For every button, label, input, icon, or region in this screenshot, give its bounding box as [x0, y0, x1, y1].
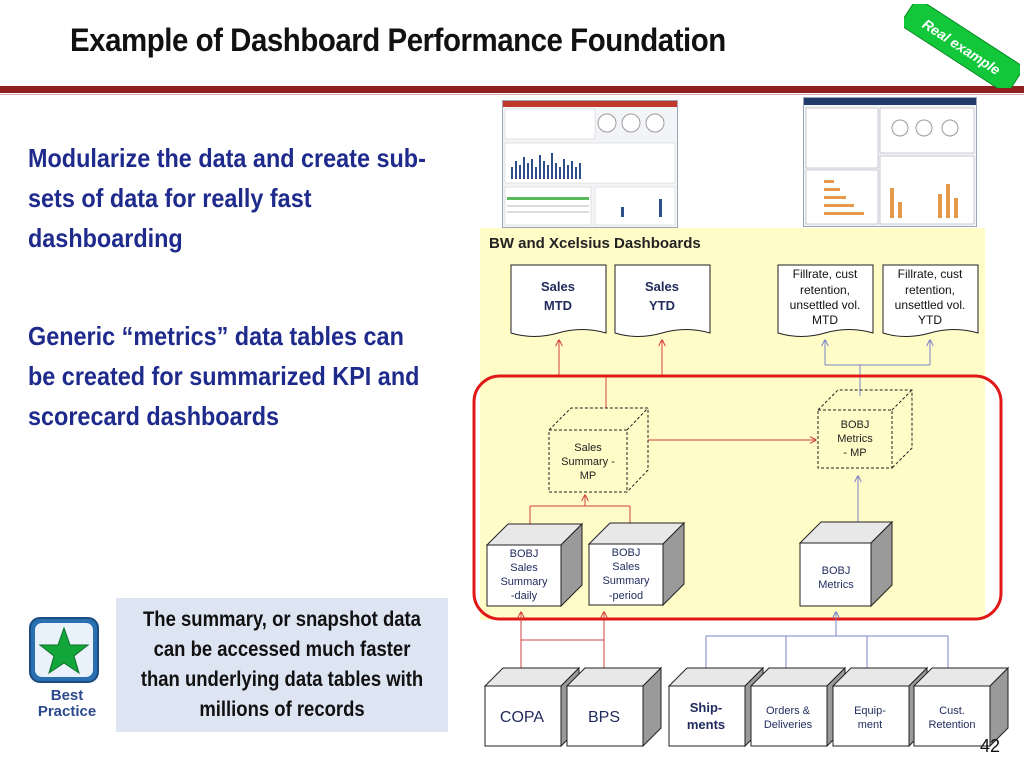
bps-cube: [565, 666, 663, 748]
doc-metrics-mtd-line2: retention,: [800, 283, 850, 297]
bobj-sales-summary-daily-cube: [485, 522, 584, 608]
doc-sales-mtd: Sales MTD: [510, 264, 607, 337]
doc-sales-ytd: Sales YTD: [614, 264, 711, 337]
summary-to-sales-mp-connector: [529, 495, 631, 525]
dashboard-screenshot-metrics: [803, 97, 977, 227]
equipment-line1: Equip-: [854, 705, 886, 717]
sales-mp-line1: Sales: [574, 442, 602, 454]
metrics-mp-line2: Metrics: [837, 433, 873, 445]
sales-mp-line2: Summary -: [561, 456, 615, 468]
orders-deliveries-cube: [749, 666, 847, 748]
best-practice-label: Best Practice: [37, 687, 97, 720]
shipments-line2: ments: [687, 717, 725, 732]
bullet-metrics-tables: Generic “metrics” data tables can be cre…: [28, 321, 420, 431]
copa-cube: [483, 666, 581, 748]
metrics-dashboard-thumbnail: [804, 98, 976, 225]
doc-metrics-ytd-line3: unsettled vol.: [895, 298, 966, 312]
source-to-sales-summary-connector: [521, 612, 604, 668]
title-divider: [0, 86, 1024, 93]
orders-line1: Orders &: [766, 705, 811, 717]
copa-label: COPA: [500, 709, 544, 726]
orders-line2: Deliveries: [764, 719, 813, 731]
note-box: The summary, or snapshot data can be acc…: [116, 598, 448, 732]
doc-sales-mtd-line2: MTD: [544, 298, 572, 313]
doc-metrics-ytd-line4: YTD: [918, 313, 942, 327]
doc-metrics-ytd-line1: Fillrate, cust: [898, 267, 963, 281]
doc-metrics-mtd: Fillrate, cust retention, unsettled vol.…: [777, 264, 874, 337]
shipments-line1: Ship-: [690, 700, 723, 715]
sales-dashboard-thumbnail: [503, 101, 677, 226]
bps-label: BPS: [588, 709, 620, 726]
period-line2: Sales: [612, 561, 640, 573]
metrics-mp-to-docs-connector: [825, 340, 930, 540]
title-divider-shadow: [0, 94, 1024, 95]
daily-line1: BOBJ: [510, 548, 539, 560]
period-line3: Summary: [602, 575, 650, 587]
panel-title: BW and Xcelsius Dashboards: [489, 235, 701, 252]
doc-sales-ytd-line2: YTD: [649, 298, 675, 313]
source-to-metrics-connector: [705, 612, 949, 668]
note-text: The summary, or snapshot data can be acc…: [140, 608, 424, 721]
metrics-mp-line3: - MP: [843, 447, 866, 459]
period-line4: -period: [609, 590, 643, 602]
equipment-line2: ment: [858, 719, 882, 731]
page-number: 42: [980, 736, 1001, 756]
daily-line3: Summary: [500, 576, 548, 588]
cust-retention-cube: [912, 666, 1010, 748]
shipments-cube: [667, 666, 765, 748]
doc-sales-mtd-line1: Sales: [541, 279, 575, 294]
star-icon: [29, 617, 99, 683]
dashboard-screenshot-sales: [502, 100, 678, 228]
metrics-cube-line1: BOBJ: [822, 565, 851, 577]
doc-metrics-mtd-line4: MTD: [812, 313, 838, 327]
sales-summary-mp-cube: [548, 407, 649, 493]
doc-metrics-ytd: Fillrate, cust retention, unsettled vol.…: [882, 264, 979, 337]
slide-title: Example of Dashboard Performance Foundat…: [70, 22, 726, 58]
real-example-badge: Real example: [904, 4, 1020, 88]
bobj-metrics-mp-cube: [817, 389, 913, 469]
daily-line4: -daily: [511, 590, 538, 602]
doc-metrics-mtd-line1: Fillrate, cust: [793, 267, 858, 281]
cust-retention-line1: Cust.: [939, 705, 965, 717]
doc-sales-ytd-line1: Sales: [645, 279, 679, 294]
bullet-modularize: Modularize the data and create sub-sets …: [28, 143, 426, 253]
metrics-mp-line1: BOBJ: [841, 419, 870, 431]
sales-mp-line3: MP: [580, 470, 597, 482]
cust-retention-line2: Retention: [928, 719, 975, 731]
bobj-sales-summary-period-cube: [587, 521, 686, 607]
daily-line2: Sales: [510, 562, 538, 574]
bobj-metrics-cube: [798, 520, 894, 608]
period-line1: BOBJ: [612, 547, 641, 559]
metrics-cube-line2: Metrics: [818, 579, 854, 591]
doc-metrics-ytd-line2: retention,: [905, 283, 955, 297]
summary-layer-highlight: [472, 374, 1003, 621]
doc-metrics-mtd-line3: unsettled vol.: [790, 298, 861, 312]
